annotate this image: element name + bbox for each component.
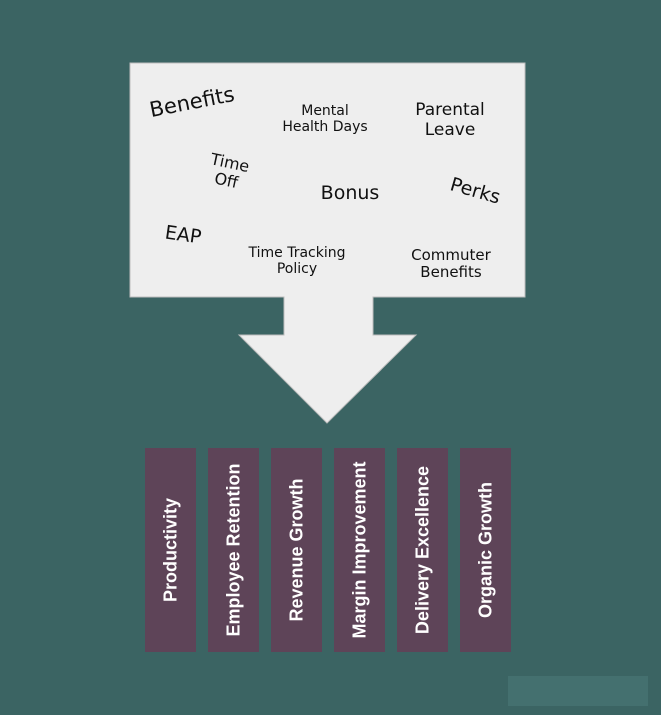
outcome-pillar-employee-retention: Employee Retention xyxy=(208,448,259,652)
outcome-pillar-delivery-excellence: Delivery Excellence xyxy=(397,448,448,652)
input-time-tracking-policy: Time Tracking Policy xyxy=(248,245,346,278)
outcome-label: Delivery Excellence xyxy=(412,465,432,635)
outcome-pillar-productivity: Productivity xyxy=(145,448,196,652)
outcome-label: Productivity xyxy=(160,497,180,603)
input-parental-leave: Parental Leave xyxy=(415,100,485,140)
input-bonus: Bonus xyxy=(320,182,380,204)
outcome-label: Margin Improvement xyxy=(349,461,369,639)
outcome-pillar-margin-improvement: Margin Improvement xyxy=(334,448,385,652)
input-commuter-benefits: Commuter Benefits xyxy=(411,246,491,282)
outcome-pillar-organic-growth: Organic Growth xyxy=(460,448,511,652)
outcome-pillar-revenue-growth: Revenue Growth xyxy=(271,448,322,652)
input-mental-health-days: Mental Health Days xyxy=(282,103,368,136)
footer-placeholder-box xyxy=(508,676,648,706)
outcome-label: Organic Growth xyxy=(475,481,495,619)
outcome-label: Employee Retention xyxy=(223,463,243,637)
outcome-label: Revenue Growth xyxy=(286,478,306,622)
